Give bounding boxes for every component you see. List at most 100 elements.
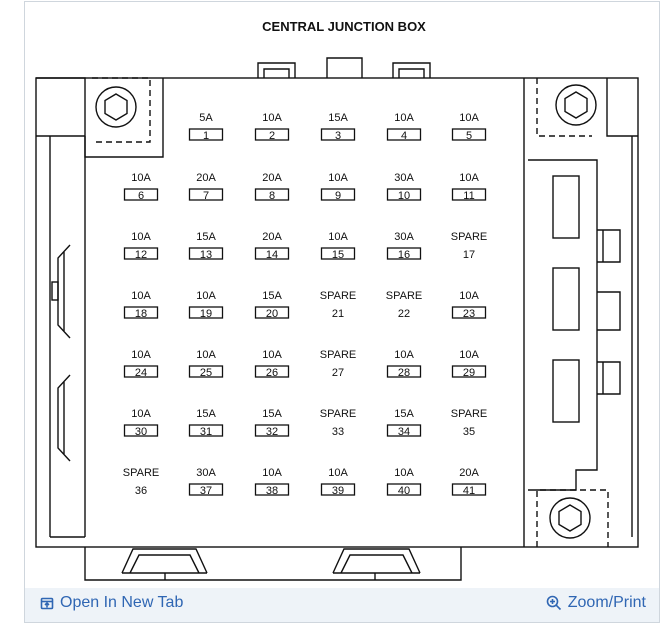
fuse-number: 41 — [463, 485, 475, 497]
fuse-number: 23 — [463, 308, 475, 320]
fuse-rating: SPARE — [320, 349, 356, 361]
fuse-number: 29 — [463, 367, 475, 379]
diagram-title: CENTRAL JUNCTION BOX — [262, 19, 426, 34]
fuse-14: 20A 14 — [254, 231, 290, 261]
fuse-number: 34 — [398, 426, 410, 438]
fuse-slot — [254, 128, 290, 141]
fuse-rating: 10A — [459, 349, 479, 361]
fuse-rating: 10A — [131, 231, 151, 243]
fuse-rating: 10A — [131, 290, 151, 302]
open-in-new-tab-label: Open In New Tab — [60, 594, 184, 611]
fuse-number: 14 — [266, 249, 278, 261]
zoom-in-icon — [546, 595, 562, 611]
fuse-rating: 10A — [459, 172, 479, 184]
fuse-slot — [254, 483, 290, 496]
fuse-rating: 10A — [328, 172, 348, 184]
fuse-number: 10 — [398, 190, 410, 202]
top-left-bolt-outer — [95, 86, 137, 128]
fuse-slot — [386, 424, 422, 437]
fuse-rating: 15A — [262, 290, 282, 302]
fuse-rating: 15A — [262, 408, 282, 420]
fuse-number: 19 — [200, 308, 212, 320]
fuse-slot — [386, 128, 422, 141]
fuse-32: 15A 32 — [254, 408, 290, 438]
fuse-number: 21 — [332, 308, 344, 320]
fuse-slot — [254, 306, 290, 319]
fuse-13: 15A 13 — [188, 231, 224, 261]
fuse-20: 15A 20 — [254, 290, 290, 320]
fuse-number: 33 — [332, 426, 344, 438]
fuse-number: 22 — [398, 308, 410, 320]
footer-bar — [25, 588, 659, 622]
fuse-slot — [386, 483, 422, 496]
external-tab-icon — [40, 596, 54, 610]
fuse-number: 27 — [332, 367, 344, 379]
fuse-rating: SPARE — [320, 408, 356, 420]
fuse-slot — [123, 424, 159, 437]
fuse-slot — [320, 483, 356, 496]
fuse-number: 4 — [401, 130, 407, 142]
fuse-number: 13 — [200, 249, 212, 261]
fuse-rating: SPARE — [451, 408, 487, 420]
fuse-number: 32 — [266, 426, 278, 438]
zoom-print-link[interactable]: Zoom/Print — [546, 594, 646, 612]
fuse-rating: 5A — [199, 112, 213, 124]
fuse-number: 3 — [335, 130, 341, 142]
fuse-number: 2 — [269, 130, 275, 142]
fuse-number: 36 — [135, 485, 147, 497]
fuse-number: 25 — [200, 367, 212, 379]
fuse-41: 20A 41 — [451, 467, 487, 497]
fuse-slot — [188, 483, 224, 496]
left-corner-dashed — [92, 77, 151, 143]
fuse-slot — [451, 365, 487, 378]
fuse-rating: 10A — [262, 349, 282, 361]
fuse-1: 5A 1 — [188, 112, 224, 142]
fuse-rating: 10A — [328, 231, 348, 243]
fuse-rating: 10A — [131, 172, 151, 184]
fuse-number: 20 — [266, 308, 278, 320]
fuse-number: 7 — [203, 190, 209, 202]
fuse-rating: 20A — [262, 172, 282, 184]
zoom-print-label: Zoom/Print — [567, 594, 646, 611]
fuse-rating: 30A — [196, 467, 216, 479]
fuse-number: 1 — [203, 130, 209, 142]
fuse-29: 10A 29 — [451, 349, 487, 379]
fuse-rating: 20A — [262, 231, 282, 243]
fuse-number: 24 — [135, 367, 147, 379]
fuse-number: 9 — [335, 190, 341, 202]
fuse-rating: 10A — [394, 112, 414, 124]
fuse-rating: 10A — [131, 408, 151, 420]
fuse-slot — [123, 188, 159, 201]
fuse-slot — [188, 306, 224, 319]
top-tab-2 — [326, 57, 363, 78]
fuse-rating: 15A — [196, 231, 216, 243]
bottom-right-bolt-outer — [549, 497, 591, 539]
left-clip-2 — [57, 374, 71, 462]
fuse-slot — [188, 188, 224, 201]
fuse-slot — [320, 128, 356, 141]
fuse-rating: 20A — [459, 467, 479, 479]
fuse-4: 10A 4 — [386, 112, 422, 142]
open-in-new-tab-link[interactable]: Open In New Tab — [40, 594, 183, 612]
fuse-slot — [386, 365, 422, 378]
fuse-slot — [451, 188, 487, 201]
bottom-clip-2 — [332, 548, 421, 574]
